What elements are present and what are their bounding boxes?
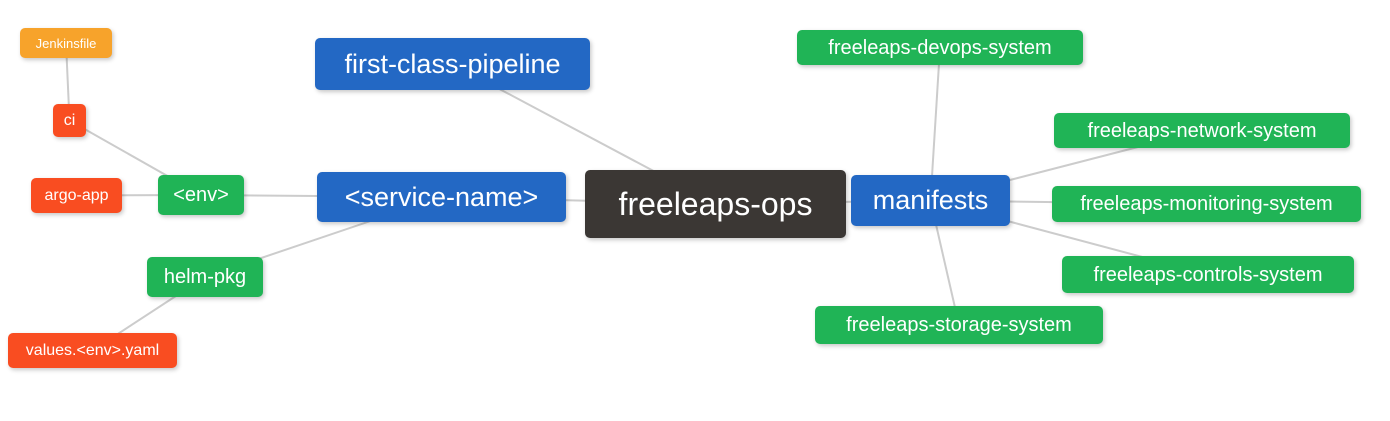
node-manifests[interactable]: manifests [851,175,1010,226]
node-label-first-class-pipeline: first-class-pipeline [344,48,561,79]
node-label-jenkinsfile: Jenkinsfile [35,35,97,51]
node-devops-system[interactable]: freeleaps-devops-system [797,30,1083,65]
node-label-ci: ci [63,111,76,129]
node-label-storage-system: freeleaps-storage-system [846,314,1072,336]
node-storage-system[interactable]: freeleaps-storage-system [815,306,1103,344]
node-freeleaps-ops[interactable]: freeleaps-ops [585,170,846,238]
node-monitoring-system[interactable]: freeleaps-monitoring-system [1052,186,1361,222]
node-label-network-system: freeleaps-network-system [1087,119,1317,142]
node-label-devops-system: freeleaps-devops-system [828,36,1052,59]
node-ci[interactable]: ci [53,104,86,137]
node-label-service-name: <service-name> [344,181,539,212]
node-jenkinsfile[interactable]: Jenkinsfile [20,28,112,58]
node-label-env: <env> [173,184,229,206]
node-label-controls-system: freeleaps-controls-system [1093,263,1323,286]
node-env[interactable]: <env> [158,175,244,215]
node-argo-app[interactable]: argo-app [31,178,122,213]
node-label-values-env-yaml: values.<env>.yaml [25,341,160,359]
node-helm-pkg[interactable]: helm-pkg [147,257,263,297]
node-values-env-yaml[interactable]: values.<env>.yaml [8,333,177,368]
node-label-helm-pkg: helm-pkg [163,266,247,288]
node-first-class-pipeline[interactable]: first-class-pipeline [315,38,590,90]
node-label-monitoring-system: freeleaps-monitoring-system [1080,193,1333,215]
node-label-argo-app: argo-app [44,186,109,204]
node-service-name[interactable]: <service-name> [317,172,566,222]
node-network-system[interactable]: freeleaps-network-system [1054,113,1350,148]
node-controls-system[interactable]: freeleaps-controls-system [1062,256,1354,293]
node-label-manifests: manifests [872,185,989,215]
node-label-freeleaps-ops: freeleaps-ops [618,186,813,222]
